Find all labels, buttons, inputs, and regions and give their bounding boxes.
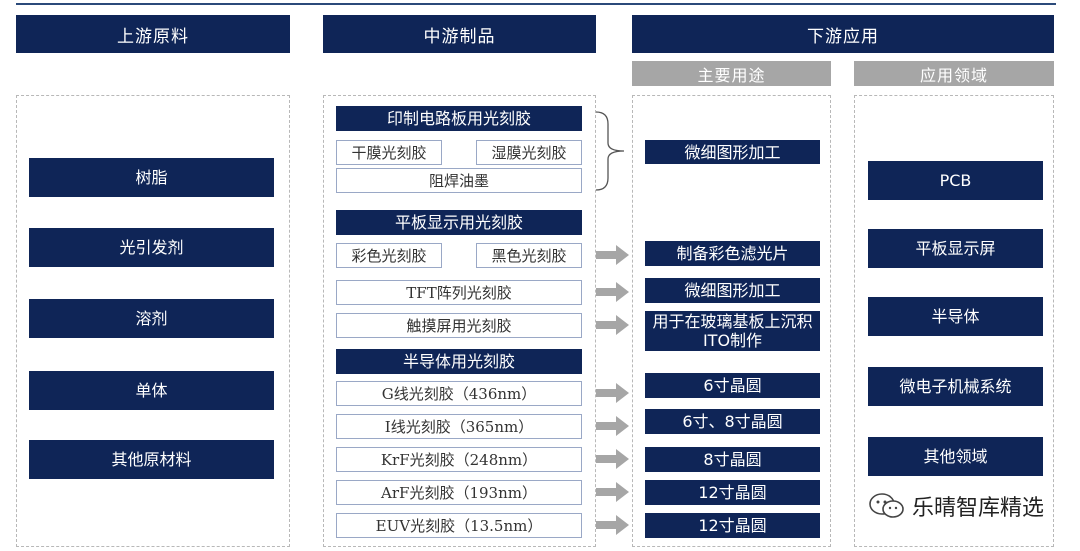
item-wet-film: 湿膜光刻胶 <box>476 140 582 165</box>
upstream-item-solvent: 溶剂 <box>29 299 274 338</box>
field-semiconductor: 半导体 <box>868 297 1043 336</box>
top-divider-line <box>16 3 1056 5</box>
item-color-photoresist: 彩色光刻胶 <box>336 243 442 268</box>
use-micro-pattern-pcb: 微细图形加工 <box>645 140 820 164</box>
item-krf: KrF光刻胶（248nm） <box>336 447 582 472</box>
category-semiconductor-photoresist: 半导体用光刻胶 <box>336 349 582 374</box>
app-field-panel <box>854 95 1054 547</box>
arrow-icon <box>596 245 629 265</box>
watermark: 乐晴智库精选 <box>868 490 1044 522</box>
use-6in-wafer: 6寸晶圆 <box>645 373 820 398</box>
use-12in-wafer: 12寸晶圆 <box>645 480 820 505</box>
upstream-panel <box>16 95 290 547</box>
item-euv: EUV光刻胶（13.5nm） <box>336 513 582 538</box>
arrow-icon <box>596 515 629 535</box>
upstream-item-monomer: 单体 <box>29 371 274 410</box>
use-8in-wafer: 8寸晶圆 <box>645 447 820 472</box>
pcb-group-brace <box>595 111 625 191</box>
midstream-panel <box>323 95 596 547</box>
category-flat-panel-photoresist: 平板显示用光刻胶 <box>336 210 582 235</box>
subheader-app-field: 应用领域 <box>854 61 1054 86</box>
upstream-item-other-materials: 其他原材料 <box>29 440 274 479</box>
header-downstream: 下游应用 <box>632 15 1054 53</box>
item-dry-film: 干膜光刻胶 <box>336 140 442 165</box>
header-midstream: 中游制品 <box>323 15 596 53</box>
arrow-icon <box>596 416 629 436</box>
item-touchscreen-photoresist: 触摸屏用光刻胶 <box>336 313 582 338</box>
watermark-text: 乐晴智库精选 <box>911 496 1044 521</box>
use-6-8in-wafer: 6寸、8寸晶圆 <box>645 409 820 434</box>
use-color-filter: 制备彩色滤光片 <box>645 241 820 266</box>
arrow-icon <box>596 383 629 403</box>
upstream-item-photoinitiator: 光引发剂 <box>29 228 274 267</box>
subheader-main-use: 主要用途 <box>632 61 831 86</box>
item-black-photoresist: 黑色光刻胶 <box>476 243 582 268</box>
header-upstream: 上游原料 <box>16 15 290 53</box>
category-pcb-photoresist: 印制电路板用光刻胶 <box>336 106 582 131</box>
upstream-item-resin: 树脂 <box>29 158 274 197</box>
arrow-icon <box>596 315 629 335</box>
item-arf: ArF光刻胶（193nm） <box>336 480 582 505</box>
use-ito-deposition: 用于在玻璃基板上沉积ITO制作 <box>645 311 820 351</box>
field-pcb: PCB <box>868 161 1043 200</box>
main-use-panel <box>632 95 831 547</box>
arrow-icon <box>596 482 629 502</box>
field-flat-panel-display: 平板显示屏 <box>868 229 1043 268</box>
field-other: 其他领域 <box>868 437 1043 476</box>
item-solder-mask-ink: 阻焊油墨 <box>336 168 582 193</box>
item-tft-array-photoresist: TFT阵列光刻胶 <box>336 280 582 305</box>
arrow-icon <box>596 449 629 469</box>
arrow-icon <box>596 282 629 302</box>
use-12in-wafer: 12寸晶圆 <box>645 513 820 538</box>
item-g-line: G线光刻胶（436nm） <box>336 381 582 406</box>
use-micro-pattern-tft: 微细图形加工 <box>645 278 820 303</box>
field-mems: 微电子机械系统 <box>868 367 1043 406</box>
item-i-line: I线光刻胶（365nm） <box>336 414 582 439</box>
wechat-icon <box>869 493 904 518</box>
